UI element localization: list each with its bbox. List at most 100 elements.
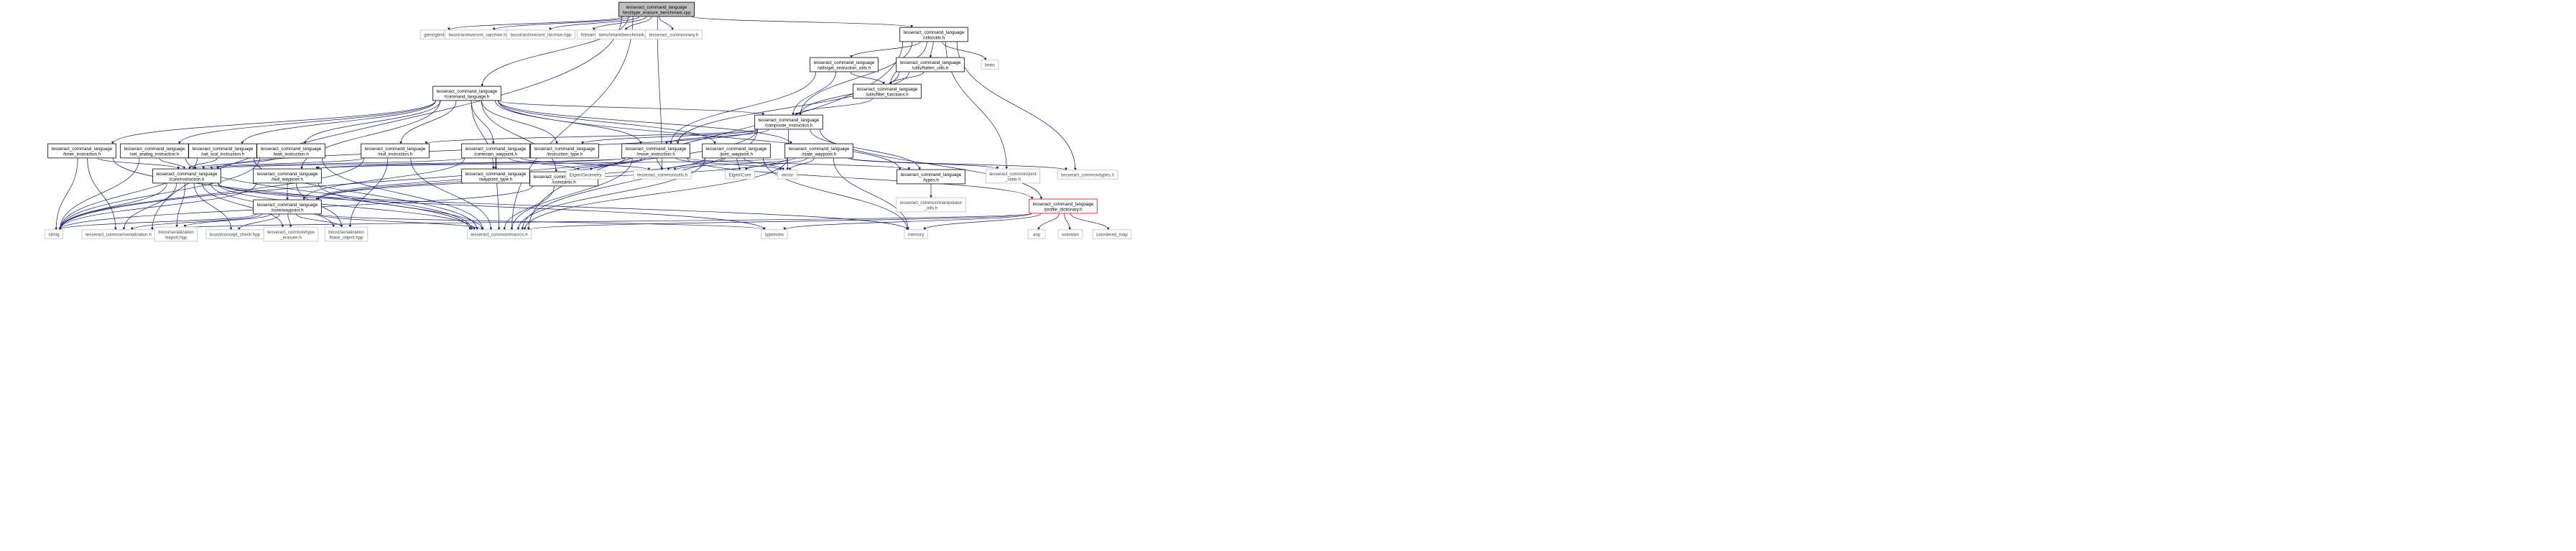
node-get-instr[interactable]: tesseract_command_language/utils/get_ins… xyxy=(810,57,879,73)
node-label-line: tesseract_common/types.h xyxy=(1061,173,1114,178)
node-composite[interactable]: tesseract_command_language/composite_ins… xyxy=(754,114,823,130)
node-label-line: tesseract_command_language xyxy=(257,172,318,177)
node-label-line: tesseract_command_language xyxy=(901,172,962,177)
node-base-object: boost/serialization/base_object.hpp xyxy=(324,226,369,242)
node-profile-dict[interactable]: tesseract_command_language/profile_dicti… xyxy=(1029,198,1098,214)
node-label-line: tesseract_common/manipulator xyxy=(900,200,962,205)
node-box xyxy=(810,57,879,73)
node-label-line: unordered_map xyxy=(1096,233,1128,238)
node-label-line: string xyxy=(48,233,60,238)
edge-state-wp-to-joint-state xyxy=(848,157,998,169)
node-box xyxy=(904,229,928,239)
node-utils[interactable]: tesseract_command_language/utils/utils.h xyxy=(899,27,968,42)
edge-core-wp-to-base-object xyxy=(295,213,341,227)
node-label-line: tesseract_command_language xyxy=(626,5,687,10)
node-box xyxy=(361,143,430,159)
node-label-line: memory xyxy=(908,233,925,238)
edge-profile-dict-to-typeindex xyxy=(784,213,1033,230)
node-box xyxy=(777,170,797,180)
node-concept: boost/concept_check.hpp xyxy=(205,229,264,239)
node-box xyxy=(981,60,999,70)
edge-null-wp-to-macros xyxy=(318,182,482,230)
edge-joint-wp-to-macros xyxy=(518,157,706,230)
node-cartesian[interactable]: tesseract_command_language/cartesian_way… xyxy=(461,143,530,159)
node-common-types: tesseract_common/types.h xyxy=(1057,170,1118,180)
edge-joint-wp-to-memory xyxy=(763,157,907,230)
edge-move-to-vector xyxy=(675,157,780,170)
node-label-line: tesseract_command_language xyxy=(534,147,596,152)
node-label-line: /export.hpp xyxy=(165,235,188,240)
node-label-line: typeindex xyxy=(765,233,784,238)
node-box xyxy=(152,168,221,184)
edge-cartesian-to-core-wp xyxy=(304,157,465,200)
node-label-line: /composite_instruction.h xyxy=(765,123,813,128)
edge-profile-dict-to-memory xyxy=(925,213,1042,230)
node-any-h: tesseract_common/any.h xyxy=(645,29,703,40)
node-label-line: /set_analog_instruction.h xyxy=(130,152,180,157)
node-wait[interactable]: tesseract_command_language/wait_instruct… xyxy=(256,143,325,159)
node-label-line: tesseract_command_language xyxy=(626,147,687,152)
node-core-wp[interactable]: tesseract_command_language/core/waypoint… xyxy=(253,199,322,215)
edge-core-wp-to-export xyxy=(185,213,272,227)
edge-constants-to-macros xyxy=(504,185,555,230)
node-label-line: tesseract_common/type xyxy=(267,230,315,235)
node-box xyxy=(466,229,532,239)
edge-profile-dict-to-serialization xyxy=(152,213,1033,230)
node-label-line: tesseract_common/macros.h xyxy=(471,233,528,238)
edge-cmdlang-to-set-analog xyxy=(180,100,437,144)
edge-cmdlang-to-wp-type xyxy=(471,100,494,169)
node-null-instr[interactable]: tesseract_command_language/null_instruct… xyxy=(361,143,430,159)
node-label-line: /null_instruction.h xyxy=(378,152,413,157)
node-benchmark: benchmark/benchmark.h xyxy=(595,29,652,40)
node-label-line: /utils/get_instruction_utils.h xyxy=(817,65,871,70)
node-types[interactable]: tesseract_command_language/types.h xyxy=(896,169,965,185)
node-label-line: tesseract_command_language xyxy=(365,147,426,152)
edge-timer-to-string xyxy=(56,157,78,230)
node-label-line: tesseract_command_language xyxy=(157,172,218,177)
node-cmdlang[interactable]: tesseract_command_language/command_langu… xyxy=(432,85,501,101)
node-box xyxy=(565,170,606,180)
edge-move-to-types xyxy=(686,157,909,170)
node-label-line: tesseract_command_language xyxy=(52,147,113,152)
edge-root-to-benchmark xyxy=(626,16,652,30)
edge-utils-to-get-instr xyxy=(851,41,921,57)
edge-state-wp-to-vector xyxy=(790,157,815,170)
node-oarchive: boost/archive/xml_oarchive.hpp xyxy=(445,29,515,40)
edge-cmdlang-to-timer xyxy=(113,100,437,144)
node-macros: tesseract_common/macros.h xyxy=(466,229,532,239)
edge-core-wp-to-macros xyxy=(318,213,482,230)
node-set-analog[interactable]: tesseract_command_language/set_analog_in… xyxy=(120,143,189,159)
node-vector: vector xyxy=(777,170,797,180)
node-joint-wp[interactable]: tesseract_command_language/joint_waypoin… xyxy=(702,143,771,159)
edge-composite-to-null-instr xyxy=(426,129,759,144)
node-wp-type[interactable]: tesseract_command_language/waypoint_type… xyxy=(461,168,530,184)
node-null-wp[interactable]: tesseract_command_language/null_waypoint… xyxy=(253,168,322,184)
node-box xyxy=(324,226,369,242)
node-label-line: /test/type_erasure_benchmark.cpp xyxy=(622,10,691,15)
edge-core-instr-to-concept xyxy=(193,182,231,230)
edge-joint-wp-to-common-utils xyxy=(668,157,726,170)
node-label-line: _state.h xyxy=(1004,177,1021,182)
graph-canvas: tesseract_command_language/test/type_era… xyxy=(45,1,1132,242)
node-label-line: /state_waypoint.h xyxy=(802,152,837,157)
edge-state-wp-to-eigen-core xyxy=(746,157,807,170)
node-label-line: /cartesian_waypoint.h xyxy=(474,152,517,157)
node-flatten[interactable]: tesseract_command_language/utils/flatten… xyxy=(896,57,965,73)
node-label-line: fstream xyxy=(581,33,596,38)
node-set-tool[interactable]: tesseract_command_language/set_tool_inst… xyxy=(188,143,257,159)
node-label-line: /utils/utils.h xyxy=(923,35,945,40)
node-eigen-core: Eigen/Core xyxy=(725,170,755,180)
edge-cmdlang-to-instr-type xyxy=(481,100,557,144)
node-state-wp[interactable]: tesseract_command_language/state_waypoin… xyxy=(784,143,853,159)
node-root[interactable]: tesseract_command_language/test/type_era… xyxy=(618,1,695,17)
node-box xyxy=(1027,229,1046,239)
node-filter[interactable]: tesseract_command_language/utils/filter_… xyxy=(853,83,922,99)
node-timer[interactable]: tesseract_command_language/timer_instruc… xyxy=(47,143,116,159)
node-instr-type[interactable]: tesseract_command_language/instruction_t… xyxy=(530,143,599,159)
node-eigen-geo: Eigen/Geometry xyxy=(565,170,606,180)
node-core-instr[interactable]: tesseract_command_language/core/instruct… xyxy=(152,168,221,184)
node-label-line: tesseract_command_language xyxy=(814,60,875,65)
edge-null-instr-to-macros xyxy=(410,157,491,230)
node-move[interactable]: tesseract_command_language/move_instruct… xyxy=(621,143,690,159)
node-label-line: /utils/flatten_utils.h xyxy=(912,65,949,70)
